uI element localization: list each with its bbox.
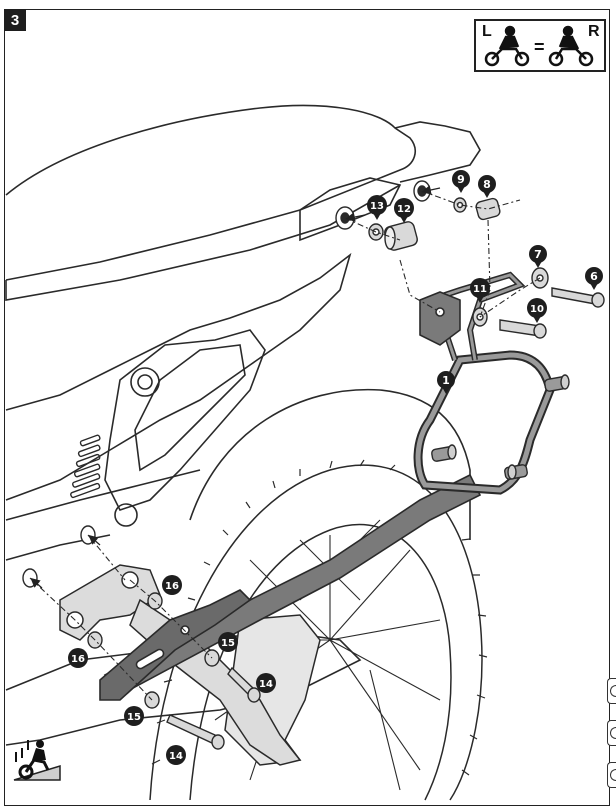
callout-14-lower: 14: [166, 745, 186, 765]
callout-14-upper: 14: [256, 673, 276, 693]
bolt-6: [551, 287, 596, 305]
lower-pivot: [114, 503, 138, 527]
callout-15-upper: 15: [218, 632, 238, 652]
callout-6: 6: [585, 267, 603, 290]
callout-13-label: 13: [370, 201, 384, 212]
step-number-badge: 3: [4, 9, 26, 31]
figure-frame: [4, 9, 610, 806]
callout-8-label: 8: [483, 178, 491, 191]
seat-outline: [5, 104, 416, 281]
left-right-symmetry-symbol: L R =: [474, 19, 606, 72]
bracket-lower-plate: [99, 589, 252, 701]
side-tab-1[interactable]: [607, 678, 616, 704]
callout-12-label: 12: [397, 204, 411, 215]
callout-11-label: 11: [473, 284, 487, 295]
callout-13: 13: [367, 195, 387, 220]
seat-lower-edge: [5, 184, 401, 301]
rider-position-icon: [13, 740, 61, 781]
bolt-14-lower: [166, 714, 216, 744]
callout-15-lower: 15: [124, 706, 144, 726]
bracket-loop-outer: [413, 350, 555, 495]
bracket-slot: [135, 648, 165, 670]
side-panel: [5, 252, 352, 501]
bracket-main-strut: [103, 473, 482, 697]
side-tab-3[interactable]: [607, 762, 616, 788]
callout-1-label: 1: [442, 374, 450, 387]
subframe-pivot: [130, 367, 160, 397]
motorcycle-outline: [5, 104, 481, 746]
callout-11: 11: [470, 278, 490, 303]
callout-9: 9: [452, 170, 470, 193]
right-motorcycle-icon: [548, 25, 594, 67]
callout-16-lower-label: 16: [71, 654, 85, 665]
motorcycle-pair-icon: [484, 25, 594, 67]
callout-14-lower-label: 14: [169, 751, 183, 762]
fasteners: [87, 197, 605, 750]
rear-fender: [189, 388, 471, 540]
callout-6-label: 6: [590, 270, 598, 283]
right-label: R: [588, 23, 600, 40]
tail-plate: [299, 177, 402, 242]
left-motorcycle-icon: [484, 25, 530, 67]
callout-14-upper-label: 14: [259, 679, 273, 690]
callout-12: 12: [394, 198, 414, 223]
bracket-upper-tab: [419, 291, 461, 346]
subframe-truss: [104, 329, 266, 511]
callout-16-upper: 16: [162, 575, 182, 595]
callout-1: 1: [437, 371, 455, 394]
callout-10: 10: [527, 298, 547, 323]
left-label: L: [482, 23, 492, 40]
side-tab-2[interactable]: [607, 720, 616, 746]
callout-9-label: 9: [457, 173, 465, 186]
callout-15-upper-label: 15: [221, 638, 235, 649]
insertion-arrows: [30, 185, 441, 589]
side-case-bracket: [99, 271, 555, 701]
callout-10-label: 10: [530, 304, 544, 315]
bike-mount-holes: [22, 180, 431, 588]
spacer-8: [475, 197, 501, 221]
callout-15-lower-label: 15: [127, 712, 141, 723]
assembly-guide-lines: [29, 190, 541, 701]
equals-sign: =: [534, 37, 545, 57]
callout-16-lower: 16: [68, 648, 88, 668]
callout-7: 7: [529, 245, 547, 268]
tail-section: [394, 121, 481, 183]
callout-16-upper-label: 16: [165, 581, 179, 592]
callout-8: 8: [478, 175, 496, 198]
bracket-bushings: [431, 374, 570, 480]
cooling-fins: [70, 434, 101, 499]
frame-lower: [5, 469, 201, 561]
callout-7-label: 7: [534, 248, 542, 261]
